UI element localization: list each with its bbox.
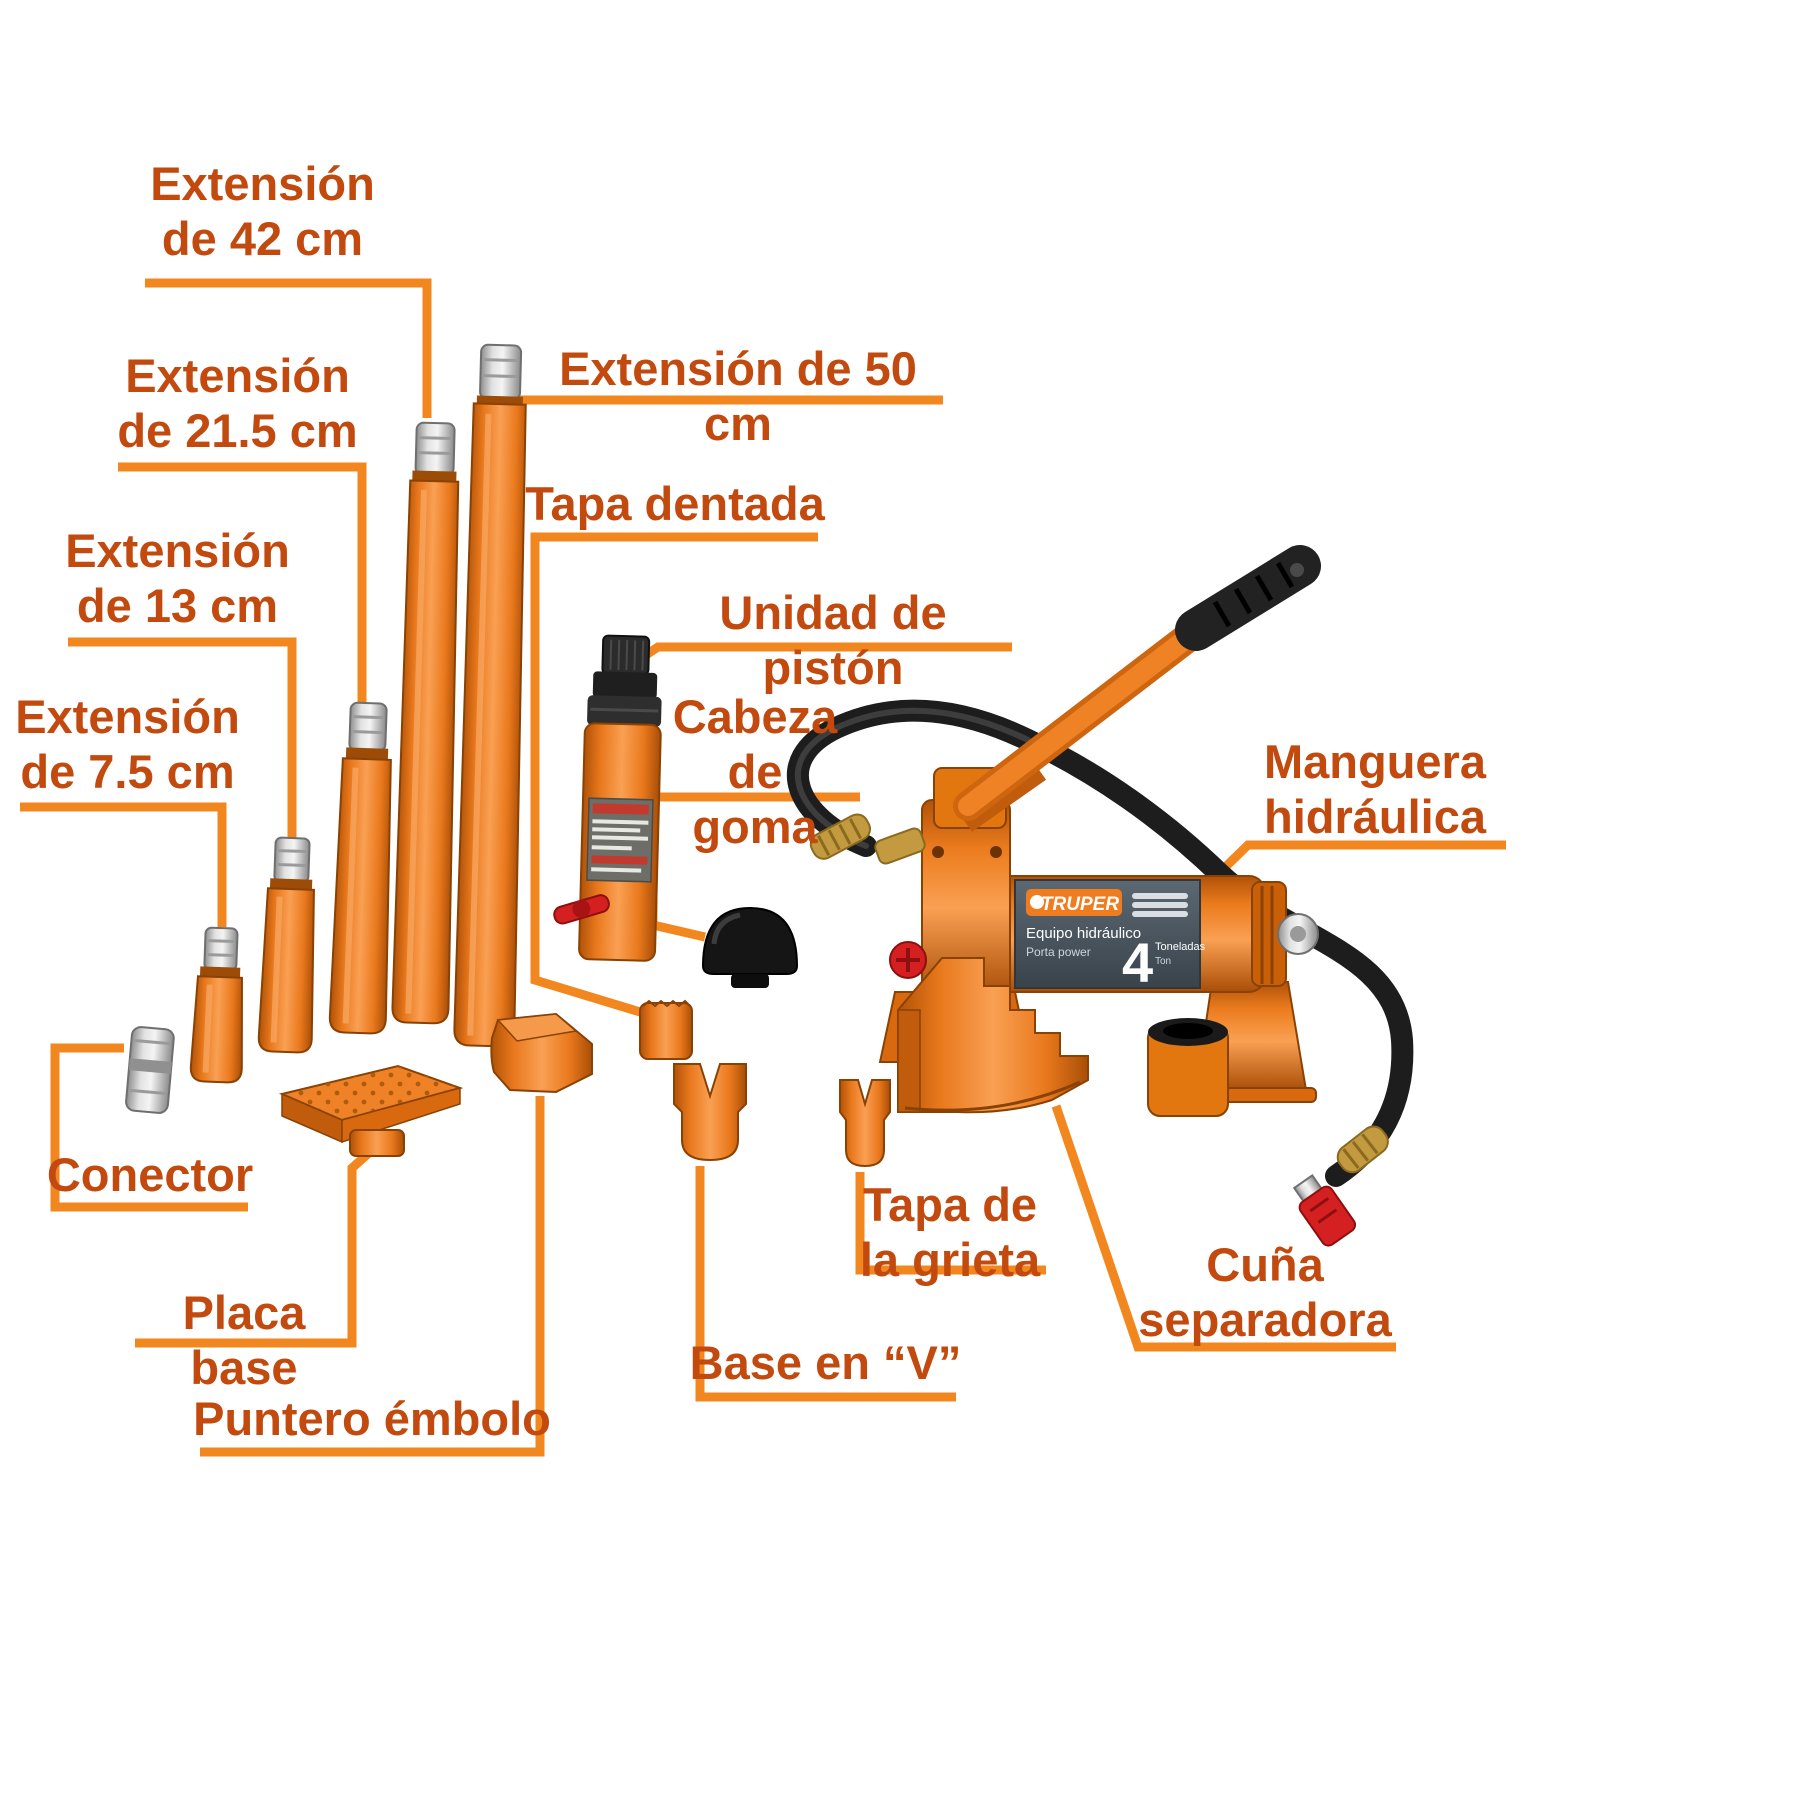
spreader-wedge-part (897, 957, 1089, 1114)
handle-grip (1175, 545, 1321, 651)
base-plate-part (278, 1064, 464, 1157)
extension-50cm-rod (453, 343, 527, 1048)
label-conector: Conector (46, 1148, 254, 1201)
hose-spring-fitting-end (1336, 1125, 1389, 1174)
label-manguera: Manguera hidráulica (1263, 735, 1486, 843)
pump-assembly: TRUPER Equipo hidráulico Porta power 4 T… (874, 545, 1321, 1117)
leader-tapa-dentada (530, 532, 818, 1020)
serrated-cap-part (639, 999, 693, 1060)
label-extension-21-5cm: Extensión de 21.5 cm (117, 349, 358, 457)
leader-placa-base (135, 1148, 373, 1348)
leader-lines (20, 278, 1506, 1457)
extension-42cm-rod (391, 421, 460, 1025)
pump-release-knob (889, 941, 927, 979)
coupler-sleeve-part (1147, 1018, 1229, 1117)
leader-cuna-separadora (1051, 1104, 1396, 1352)
pump-product-es: Equipo hidráulico (1026, 925, 1141, 942)
label-extension-13cm: Extensión de 13 cm (65, 524, 290, 632)
label-unidad-piston: Unidad de pistón (719, 586, 947, 694)
label-cabeza-goma: Cabeza de goma (672, 690, 838, 853)
label-extension-50cm: Extensión de 50 cm (559, 342, 917, 450)
label-tapa-grieta: Tapa de la grieta (859, 1178, 1041, 1286)
label-extension-7-5cm: Extensión de 7.5 cm (15, 690, 240, 798)
leader-extension-21-5 (118, 462, 367, 702)
pump-capacity-unit: Toneladas (1155, 941, 1206, 953)
label-puntero-embolo: Puntero émbolo (193, 1392, 551, 1445)
ram-toe-part (490, 1012, 593, 1094)
extension-13cm-rod (257, 836, 315, 1054)
pump-brand: TRUPER (1041, 894, 1119, 915)
crack-cap-part (839, 1079, 891, 1168)
label-tapa-dentada: Tapa dentada (525, 477, 825, 530)
leader-extension-7-5 (20, 802, 227, 927)
label-cuna-separadora: Cuña separadora (1138, 1238, 1392, 1346)
pump-brass-elbow (874, 827, 926, 865)
label-extension-42cm: Extensión de 42 cm (150, 157, 375, 265)
pump-sticker: TRUPER Equipo hidráulico Porta power 4 T… (1014, 879, 1206, 994)
pump-capacity-unit-en: Ton (1155, 956, 1171, 967)
pump-handle (953, 545, 1321, 832)
piston-release-valve (553, 894, 610, 925)
piston-unit (553, 634, 662, 962)
connector-part (125, 1026, 175, 1114)
leader-extension-42 (145, 278, 432, 418)
label-placa-base: Placa base (182, 1286, 306, 1394)
hose-coupler-tip (1292, 1174, 1357, 1247)
hose-spring-fitting-start (809, 813, 872, 860)
hydraulic-hose (786, 699, 1414, 1247)
leader-puntero-embolo (200, 1096, 545, 1457)
pump-product-en: Porta power (1026, 945, 1091, 959)
rubber-head-part (701, 906, 799, 988)
extension-21-5cm-rod (328, 701, 392, 1035)
leader-manguera (1208, 840, 1506, 884)
extension-7-5cm-rod (189, 926, 243, 1084)
leader-tapa-grieta (855, 1172, 1046, 1275)
leader-base-v (695, 1166, 956, 1402)
leader-conector (50, 1043, 248, 1212)
label-base-v: Base en “V” (689, 1336, 962, 1389)
v-base-part (673, 1063, 747, 1162)
pump-capacity: 4 (1122, 931, 1153, 994)
leader-extension-13 (68, 637, 297, 838)
